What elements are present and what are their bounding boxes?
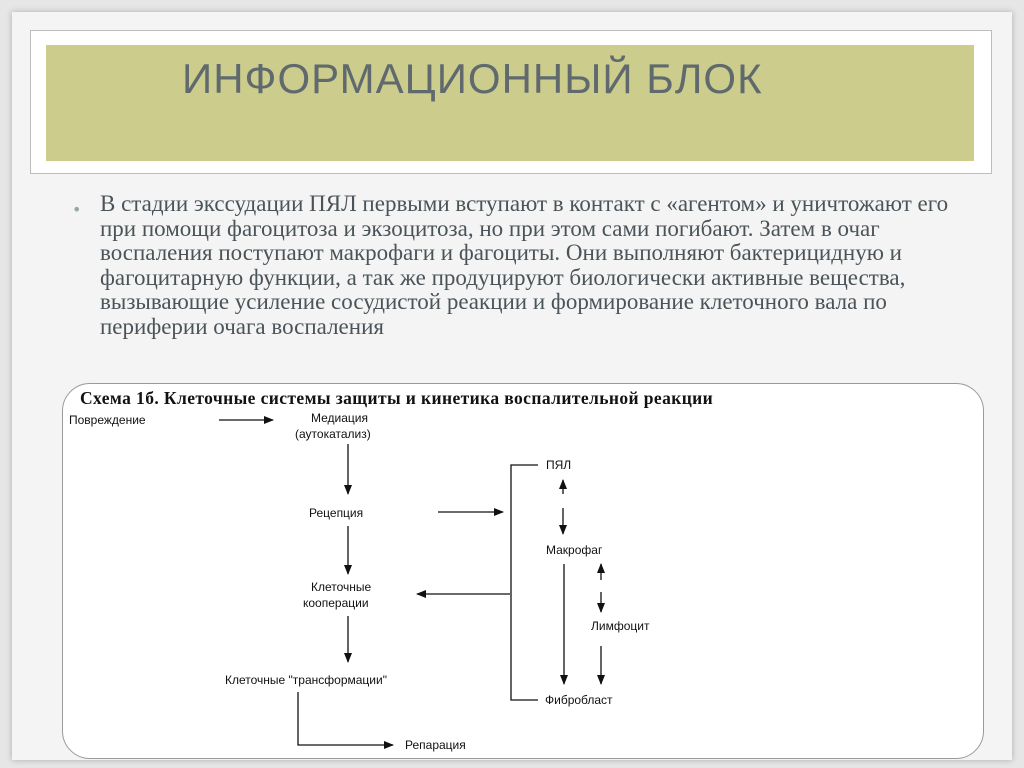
node-macrophage: Макрофаг — [546, 543, 603, 557]
node-reception: Рецепция — [309, 506, 363, 520]
diagram-panel: Схема 1б. Клеточные системы защиты и кин… — [62, 383, 984, 759]
node-pmn: ПЯЛ — [546, 458, 571, 472]
slide-title: ИНФОРМАЦИОННЫЙ БЛОК — [182, 55, 763, 102]
node-damage: Повреждение — [69, 413, 146, 427]
bracket-cell-systems — [510, 464, 538, 701]
diagram-caption: Схема 1б. Клеточные системы защиты и кин… — [80, 388, 713, 408]
bullet-text: В стадии экссудации ПЯЛ первыми вступают… — [100, 191, 949, 339]
node-coop-line1: Клеточные — [311, 580, 372, 594]
node-coop-line2: кооперации — [303, 596, 369, 610]
node-transformations: Клеточные "трансформации" — [225, 673, 387, 687]
node-repair: Репарация — [405, 738, 466, 752]
title-band — [46, 45, 974, 161]
node-mediation-line2: (аутокатализ) — [295, 427, 371, 441]
bullet-icon: • — [72, 200, 82, 219]
diagram-svg: Схема 1б. Клеточные системы защиты и кин… — [69, 388, 713, 752]
node-fibroblast: Фибробласт — [545, 693, 613, 707]
node-lymphocyte: Лимфоцит — [591, 619, 650, 633]
arrow-transform-to-repair — [297, 692, 394, 749]
node-mediation-line1: Медиация — [311, 411, 368, 425]
